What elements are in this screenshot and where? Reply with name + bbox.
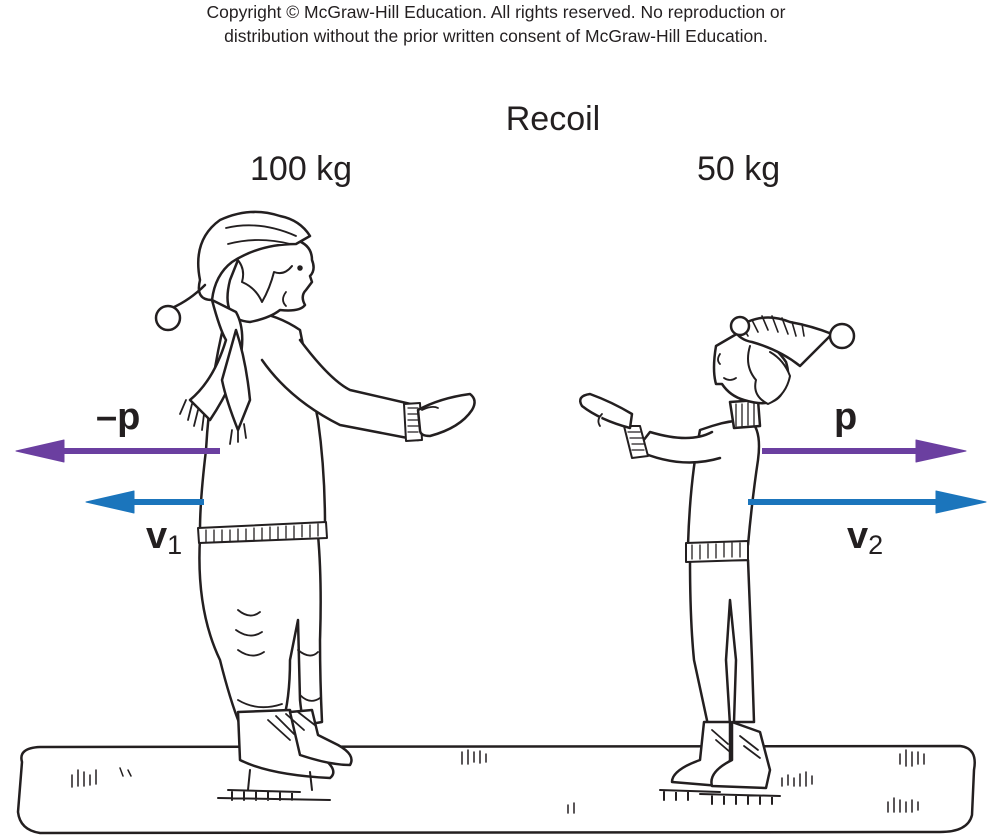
- right-skater-mass: 50 kg: [697, 150, 781, 188]
- momentum-label-right: p: [834, 396, 858, 438]
- velocity-arrow-left: [85, 490, 204, 514]
- velocity-label-right: v2: [847, 515, 883, 561]
- velocity-symbol-left: v: [146, 515, 168, 557]
- copyright-notice: Copyright © McGraw-Hill Education. All r…: [0, 0, 992, 48]
- copyright-line-1: Copyright © McGraw-Hill Education. All r…: [206, 2, 786, 22]
- copyright-line-2: distribution without the prior written c…: [224, 26, 768, 46]
- adult-skater: [154, 210, 476, 801]
- ice-surface: [16, 744, 976, 835]
- velocity-arrow-right: [748, 490, 987, 514]
- momentum-arrow-right: [762, 439, 967, 463]
- momentum-arrow-left: [15, 439, 220, 463]
- left-skater-mass: 100 kg: [250, 150, 353, 188]
- child-skater: [579, 315, 856, 805]
- diagram-title: Recoil: [505, 100, 601, 138]
- velocity-subscript-left: 1: [167, 530, 183, 560]
- velocity-label-left: v1: [146, 515, 182, 561]
- momentum-label-left: –p: [96, 396, 141, 438]
- velocity-subscript-right: 2: [868, 530, 884, 560]
- velocity-symbol-right: v: [847, 515, 869, 557]
